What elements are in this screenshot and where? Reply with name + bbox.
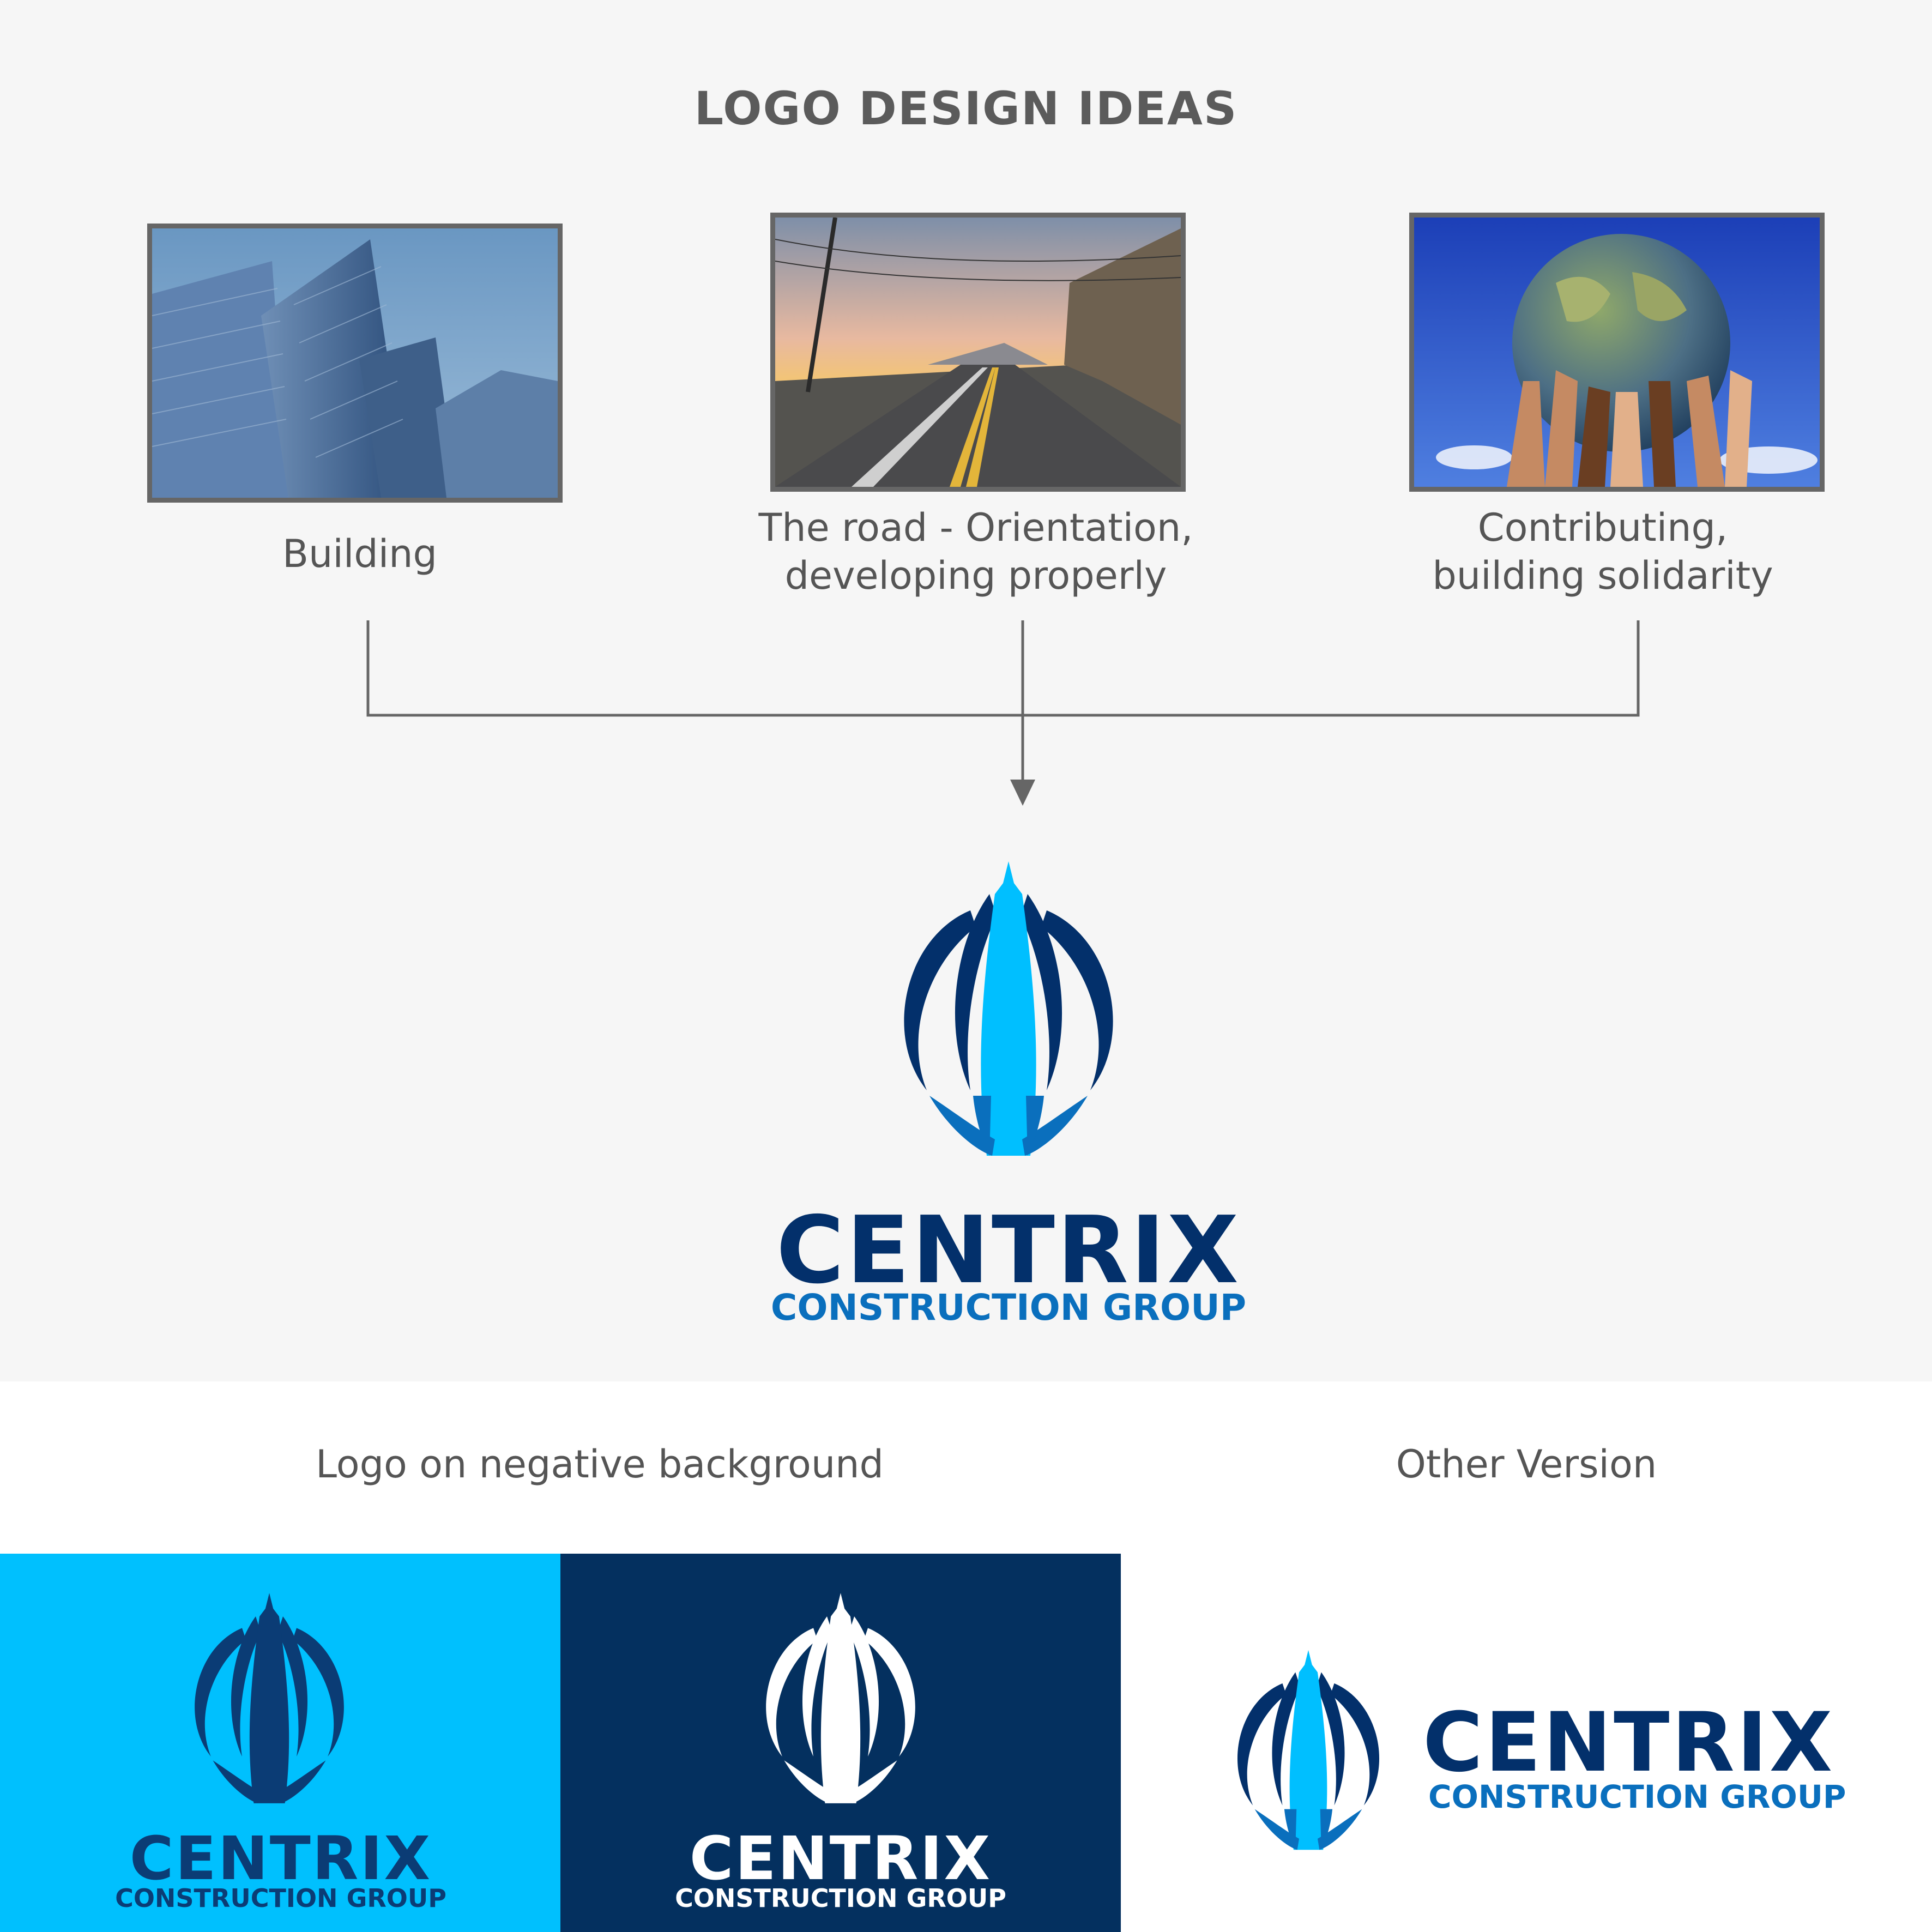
idea-caption-road: The road - Orientation, developing prope… <box>703 504 1248 600</box>
logo-mark-on-navy <box>766 1593 915 1803</box>
caption-line: developing properly <box>784 553 1167 598</box>
idea-caption-solidarity: Contributing, building solidarity <box>1352 504 1853 600</box>
connector-arrow <box>366 620 1640 806</box>
logo-tagline-on-sky: CONSTRUCTION GROUP <box>115 1883 446 1913</box>
logo-wordmark-on-navy: CENTRIX <box>689 1824 992 1893</box>
logo-wordmark: CENTRIX <box>776 1197 1241 1305</box>
logo-tagline-horizontal: CONSTRUCTION GROUP <box>1428 1778 1846 1815</box>
logo-wordmark-horizontal: CENTRIX <box>1423 1695 1835 1790</box>
negative-background-label: Logo on negative background <box>316 1442 884 1487</box>
road-photo <box>770 213 1186 492</box>
caption-line: Contributing, <box>1477 505 1728 550</box>
caption-line: Building <box>282 532 437 576</box>
logo-mark-on-sky <box>195 1593 344 1803</box>
logo-tagline: CONSTRUCTION GROUP <box>770 1287 1247 1329</box>
idea-caption-building: Building <box>147 530 572 578</box>
globe-hands-photo <box>1409 213 1825 492</box>
centrix-logo-mark <box>904 861 1113 1156</box>
building-photo <box>147 224 563 503</box>
logo-wordmark-on-sky: CENTRIX <box>129 1824 432 1893</box>
caption-line: building solidarity <box>1432 553 1773 598</box>
caption-line: The road - Orientation, <box>758 505 1193 550</box>
other-version-label: Other Version <box>1396 1442 1657 1487</box>
logo-tagline-on-navy: CONSTRUCTION GROUP <box>675 1883 1006 1913</box>
logo-mark-horizontal <box>1237 1650 1380 1850</box>
page-title: LOGO DESIGN IDEAS <box>694 82 1238 135</box>
